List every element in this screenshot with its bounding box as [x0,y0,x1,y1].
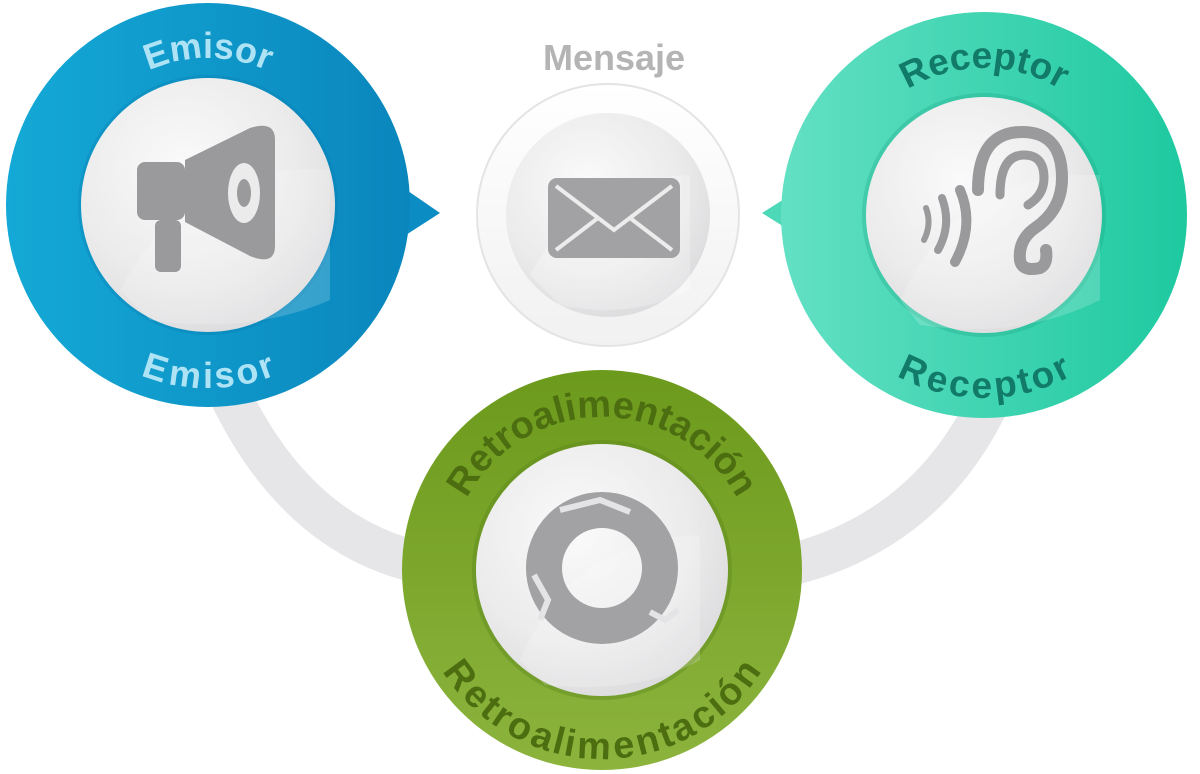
receptor-node: Receptor Receptor [762,12,1187,418]
mensaje-label: Mensaje [543,37,685,78]
emisor-node: Emisor Emisor [6,3,440,407]
cycle-icon [526,492,680,644]
feedback-connector-left [211,385,435,586]
mensaje-node: Mensaje [476,37,740,347]
ear-icon [921,125,1069,275]
retroalimentacion-node: Retroalimentación Retroalimentación [402,370,802,770]
feedback-connector-right [784,386,1012,586]
megaphone-icon [137,125,275,272]
envelope-icon [548,178,680,258]
